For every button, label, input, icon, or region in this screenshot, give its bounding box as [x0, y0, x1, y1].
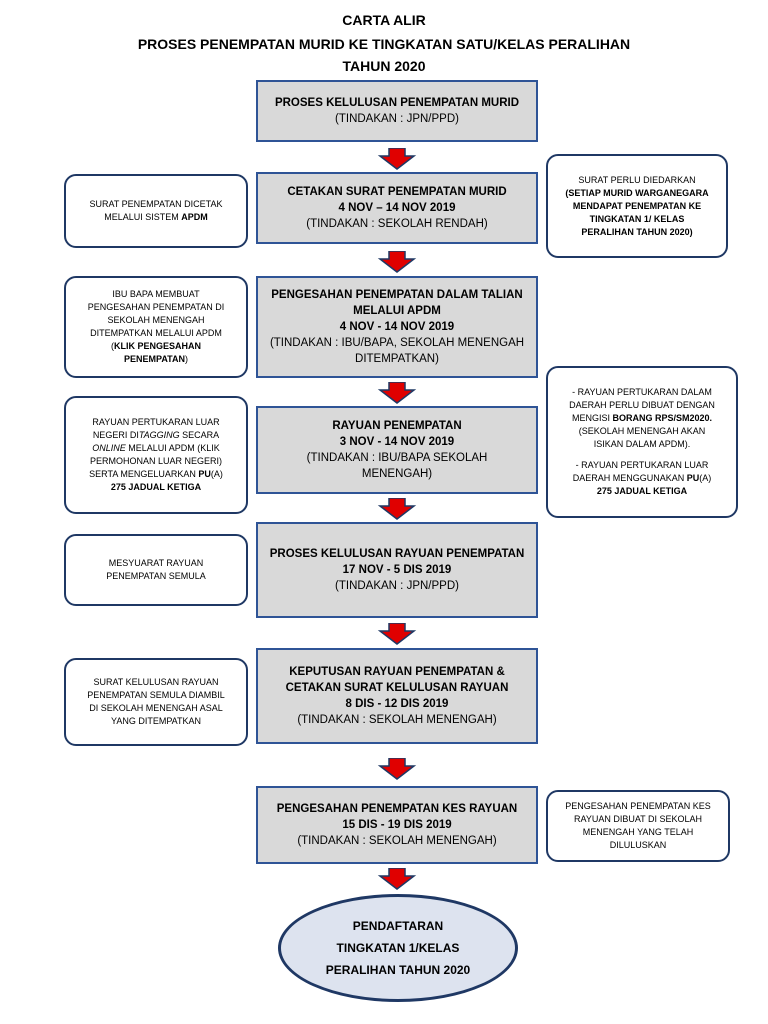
- note-right-2: - RAYUAN PERTUKARAN DALAM DAERAH PERLU D…: [546, 366, 738, 518]
- step-5-action: (TINDAKAN : JPN/PPD): [335, 580, 459, 592]
- step-2-date: 4 NOV – 14 NOV 2019: [338, 202, 456, 214]
- note-left-2: IBU BAPA MEMBUAT PENGESAHAN PENEMPATAN D…: [64, 276, 248, 378]
- step-4-title: RAYUAN PENEMPATAN: [332, 420, 462, 432]
- down-arrow-icon: [377, 148, 417, 170]
- note-right-1: SURAT PERLU DIEDARKAN (SETIAP MURID WARG…: [546, 154, 728, 258]
- note-left-1: SURAT PENEMPATAN DICETAK MELALUI SISTEM …: [64, 174, 248, 248]
- down-arrow-icon: [377, 623, 417, 645]
- note-left-5: SURAT KELULUSAN RAYUAN PENEMPATAN SEMULA…: [64, 658, 248, 746]
- note-left-3: RAYUAN PERTUKARAN LUAR NEGERI DITAGGING …: [64, 396, 248, 514]
- chart-year: TAHUN 2020: [342, 58, 426, 74]
- final-line2: TINGKATAN 1/KELAS: [336, 941, 460, 955]
- step-5-box: PROSES KELULUSAN RAYUAN PENEMPATAN 17 NO…: [256, 522, 538, 618]
- step-3-date: 4 NOV - 14 NOV 2019: [339, 321, 455, 333]
- step-6-box: KEPUTUSAN RAYUAN PENEMPATAN & CETAKAN SU…: [256, 648, 538, 744]
- step-7-date: 15 DIS - 19 DIS 2019: [342, 819, 452, 831]
- step-6-date: 8 DIS - 12 DIS 2019: [345, 698, 449, 710]
- step-2-title: CETAKAN SURAT PENEMPATAN MURID: [287, 186, 507, 198]
- step-3-title-line1: PENGESAHAN PENEMPATAN DALAM TALIAN: [271, 289, 523, 301]
- chart-subtitle: PROSES PENEMPATAN MURID KE TINGKATAN SAT…: [137, 36, 631, 52]
- step-4-action-line1: (TINDAKAN : IBU/BAPA SEKOLAH: [306, 452, 488, 464]
- chart-title: CARTA ALIR: [342, 12, 426, 28]
- final-step-oval: PENDAFTARAN TINGKATAN 1/KELAS PERALIHAN …: [278, 894, 518, 1002]
- step-3-title-line2: MELALUI APDM: [353, 305, 441, 317]
- step-6-title-line1: KEPUTUSAN RAYUAN PENEMPATAN &: [289, 666, 505, 678]
- step-4-date: 3 NOV - 14 NOV 2019: [339, 436, 455, 448]
- step-7-action: (TINDAKAN : SEKOLAH MENENGAH): [297, 835, 497, 847]
- step-3-box: PENGESAHAN PENEMPATAN DALAM TALIAN MELAL…: [256, 276, 538, 378]
- step-1-action: (TINDAKAN : JPN/PPD): [335, 113, 459, 125]
- down-arrow-icon: [377, 251, 417, 273]
- step-3-action-line1: (TINDAKAN : IBU/BAPA, SEKOLAH MENENGAH: [269, 337, 525, 349]
- down-arrow-icon: [377, 382, 417, 404]
- step-1-title: PROSES KELULUSAN PENEMPATAN MURID: [274, 97, 520, 109]
- step-1-box: PROSES KELULUSAN PENEMPATAN MURID (TINDA…: [256, 80, 538, 142]
- step-5-date: 17 NOV - 5 DIS 2019: [342, 564, 452, 576]
- final-line3: PERALIHAN TAHUN 2020: [325, 963, 471, 977]
- final-line1: PENDAFTARAN: [352, 919, 444, 933]
- step-7-title: PENGESAHAN PENEMPATAN KES RAYUAN: [276, 803, 518, 815]
- step-5-title: PROSES KELULUSAN RAYUAN PENEMPATAN: [269, 548, 525, 560]
- step-2-action: (TINDAKAN : SEKOLAH RENDAH): [306, 218, 488, 230]
- step-7-box: PENGESAHAN PENEMPATAN KES RAYUAN 15 DIS …: [256, 786, 538, 864]
- down-arrow-icon: [377, 498, 417, 520]
- step-4-box: RAYUAN PENEMPATAN 3 NOV - 14 NOV 2019 (T…: [256, 406, 538, 494]
- note-left-4: MESYUARAT RAYUAN PENEMPATAN SEMULA: [64, 534, 248, 606]
- down-arrow-icon: [377, 758, 417, 780]
- step-3-action-line2: DITEMPATKAN): [355, 353, 439, 365]
- step-6-title-line2: CETAKAN SURAT KELULUSAN RAYUAN: [285, 682, 509, 694]
- down-arrow-icon: [377, 868, 417, 890]
- step-6-action: (TINDAKAN : SEKOLAH MENENGAH): [297, 714, 497, 726]
- note-right-3: PENGESAHAN PENEMPATAN KES RAYUAN DIBUAT …: [546, 790, 730, 862]
- step-4-action-line2: MENENGAH): [361, 468, 433, 480]
- step-2-box: CETAKAN SURAT PENEMPATAN MURID 4 NOV – 1…: [256, 172, 538, 244]
